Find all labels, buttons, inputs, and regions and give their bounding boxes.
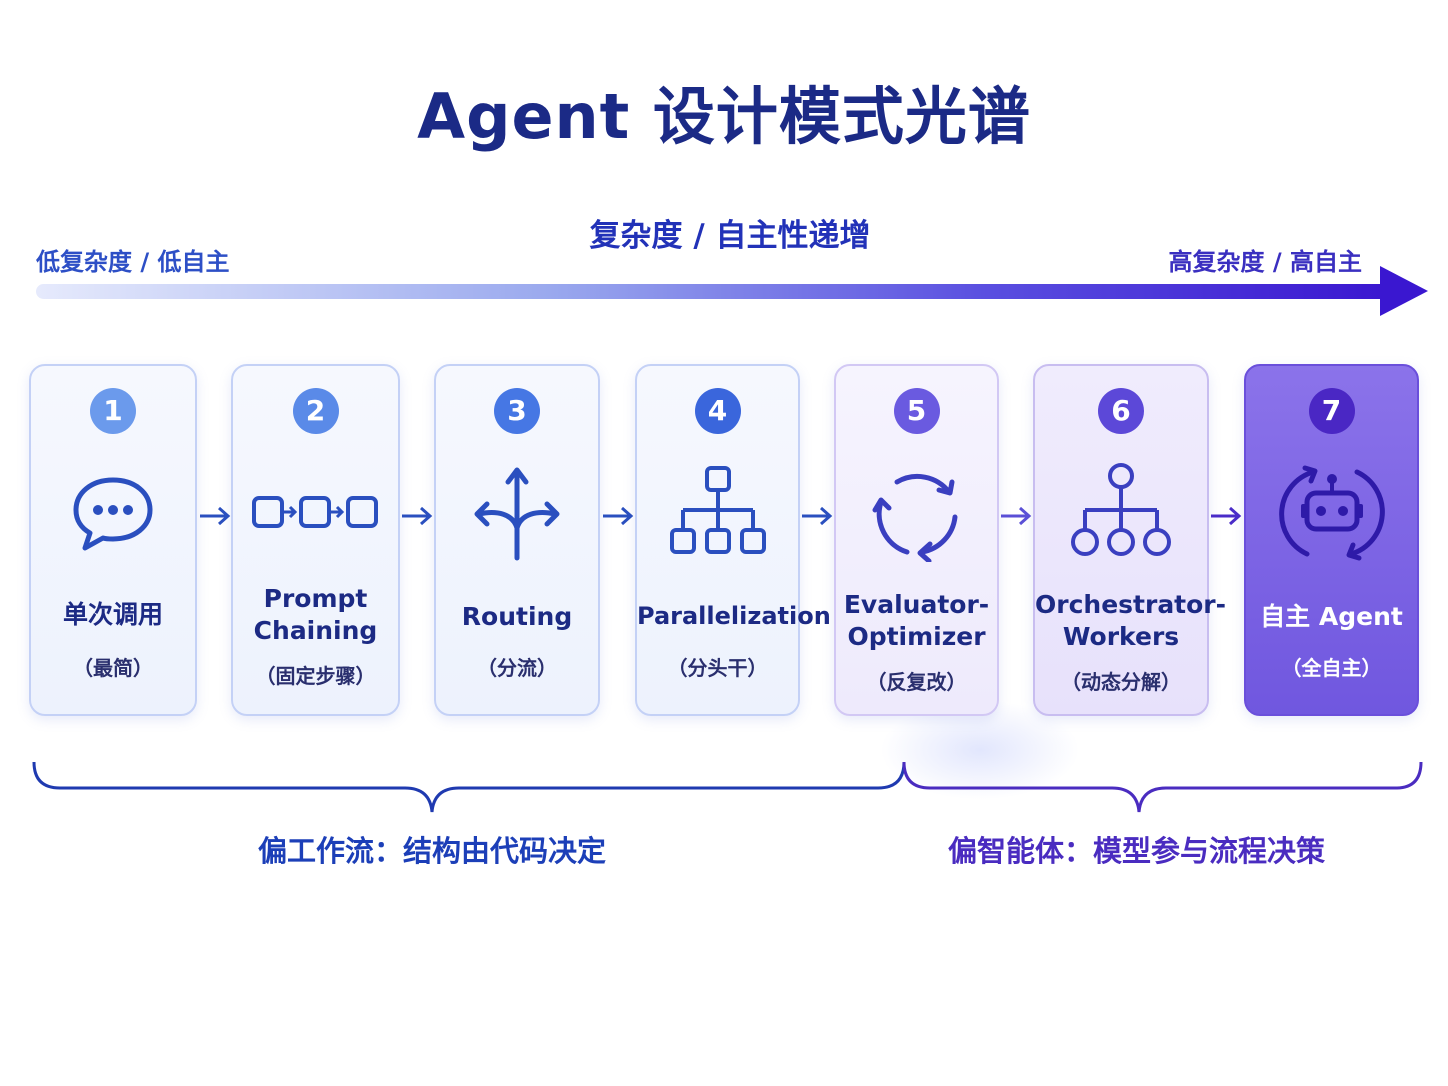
- card-title-line1: Orchestrator-: [1035, 590, 1227, 619]
- page-title: Agent 设计模式光谱: [417, 80, 1031, 153]
- connector-arrow-icon: [200, 506, 231, 526]
- chat-bubble-icon: [73, 477, 153, 551]
- group-braces: [32, 761, 1423, 813]
- workflow-brace: [32, 761, 906, 813]
- pattern-card-parallelization: 4 Parallelization （分头干）: [635, 364, 831, 716]
- agent-brace: [902, 761, 1423, 813]
- pattern-card-evaluator-optimizer: 5 Evaluator- Optimizer （反复改）: [834, 364, 999, 716]
- step-badge-2: 2: [292, 388, 339, 434]
- card-subtitle: （全自主）: [1281, 656, 1382, 680]
- card-title: 自主 Agent: [1260, 602, 1403, 631]
- chain-icon: [251, 496, 378, 528]
- pattern-card-single-call: 1 单次调用 （最简）: [29, 364, 197, 716]
- pattern-card-routing: 3 Routing （分流）: [434, 364, 600, 716]
- workflow-group-label: 偏工作流：结构由代码决定: [258, 834, 607, 868]
- step-badge-6: 6: [1098, 388, 1144, 434]
- card-subtitle: （分头干）: [667, 656, 768, 680]
- card-subtitle: （分流）: [477, 656, 557, 680]
- step-badge-5: 5: [893, 388, 940, 434]
- connector-arrow-icon: [402, 506, 433, 526]
- pattern-card-orchestrator-workers: 6 Orchestrator- Workers （动态分解）: [1033, 364, 1227, 716]
- hierarchy-icon: [669, 466, 766, 554]
- card-subtitle: （固定步骤）: [255, 664, 376, 688]
- robot-cycle-icon: [1278, 465, 1385, 561]
- pattern-card-autonomous-agent: 7 自主 Agent （全自主）: [1244, 364, 1419, 716]
- agent-group-label: 偏智能体：模型参与流程决策: [948, 834, 1326, 868]
- connector-arrow-icon: [1001, 506, 1032, 526]
- step-badge-4: 4: [694, 388, 741, 434]
- cycle-arrows-icon: [872, 473, 957, 562]
- axis-left-label: 低复杂度 / 低自主: [36, 248, 230, 276]
- card-title: Routing: [461, 602, 573, 631]
- axis-right-label: 高复杂度 / 高自主: [1168, 248, 1362, 276]
- card-subtitle: （最简）: [73, 656, 153, 680]
- connector-arrow-icon: [1211, 506, 1242, 526]
- spectrum-arrow-head: [1380, 266, 1428, 316]
- card-title-line1: Prompt: [263, 584, 368, 613]
- step-badge-3: 3: [494, 388, 540, 434]
- card-subtitle: （动态分解）: [1061, 670, 1181, 694]
- pattern-card-prompt-chaining: 2 Prompt Chaining （固定步骤）: [231, 364, 400, 716]
- card-subtitle: （反复改）: [866, 670, 967, 694]
- orchestrator-tree-icon: [1071, 463, 1171, 556]
- step-badge-7: 7: [1308, 388, 1355, 434]
- card-title-line2: Optimizer: [847, 622, 986, 651]
- card-title-line2: Workers: [1062, 622, 1180, 651]
- card-title: 单次调用: [62, 600, 163, 629]
- routing-arrows-icon: [474, 467, 560, 561]
- spectrum-arrow-bar: [36, 284, 1388, 299]
- step-badge-1: 1: [90, 388, 136, 434]
- connector-arrow-icon: [603, 506, 634, 526]
- connector-arrow-icon: [802, 506, 833, 526]
- axis-center-label: 复杂度 / 自主性递增: [589, 218, 871, 254]
- card-title: Parallelization: [637, 602, 831, 630]
- card-title-line1: Evaluator-: [843, 590, 990, 619]
- card-title-line2: Chaining: [253, 616, 378, 645]
